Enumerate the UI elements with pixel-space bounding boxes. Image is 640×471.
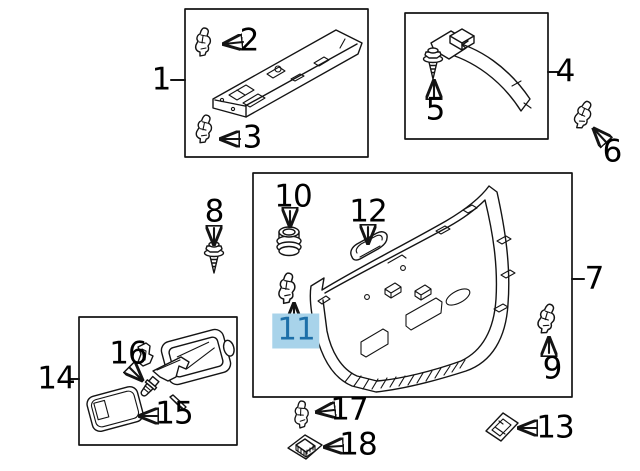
part-7-drawing [309,185,516,393]
part-label-3[interactable]: 3 [242,119,263,156]
callout-arrow-16 [130,368,142,380]
callout-arrow-2 [224,42,245,44]
group-box-14 [78,316,238,446]
part-14-bracket-drawing [137,342,190,382]
group-box-1 [184,8,369,158]
part-label-16[interactable]: 16 [109,335,147,372]
part-18-drawing [287,434,323,460]
part-label-15[interactable]: 15 [155,395,193,432]
part-4-drawing [430,28,532,112]
part-label-7[interactable]: 7 [584,260,605,297]
callout-arrow-17 [317,410,334,412]
part-1-drawing [212,29,363,118]
part-8-drawing [203,241,225,274]
part-label-9[interactable]: 9 [542,350,563,387]
part-label-11-selected[interactable]: 11 [272,313,320,349]
part-17-drawing [292,399,311,430]
group-box-4 [404,12,549,140]
part-10-drawing [276,226,302,257]
callout-arrow-18 [325,446,342,447]
callout-arrow-6 [594,129,606,142]
part-6-drawing [571,98,595,131]
part-label-13[interactable]: 13 [536,409,574,446]
part-label-2[interactable]: 2 [239,22,260,59]
part-16-bulb-drawing [140,375,160,397]
part-label-6[interactable]: 6 [602,133,623,170]
part-label-14[interactable]: 14 [37,360,75,397]
part-15-lens-drawing [86,385,144,433]
part-label-1[interactable]: 1 [151,61,172,98]
part-14-lamp-housing-drawing [160,328,235,386]
part-13-drawing [485,412,519,442]
part-14-rod-drawing [169,394,187,411]
part-11-drawing [278,272,296,305]
part-5-drawing [422,47,444,80]
part-label-10[interactable]: 10 [274,178,312,215]
part-label-18[interactable]: 18 [339,426,377,463]
part-9-drawing [536,302,557,336]
part-label-17[interactable]: 17 [330,391,368,428]
part-label-5[interactable]: 5 [425,91,446,128]
part-label-8[interactable]: 8 [204,193,225,230]
group-box-7 [252,172,573,398]
part-label-4[interactable]: 4 [555,53,576,90]
part-3-drawing [194,113,214,145]
part-label-12[interactable]: 12 [349,193,387,230]
part-2-drawing [194,27,212,57]
